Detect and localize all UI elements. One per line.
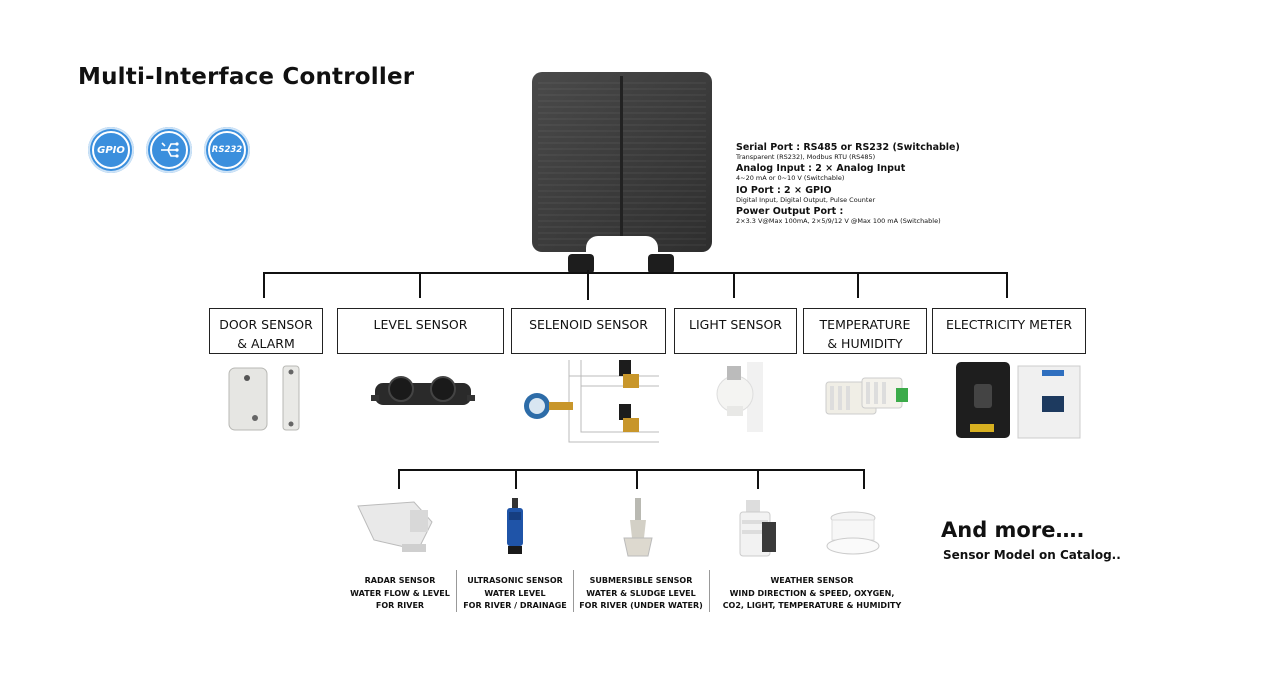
branch-line xyxy=(857,272,859,298)
branch-line xyxy=(419,272,421,298)
branch-line xyxy=(636,469,638,489)
branch-line xyxy=(398,469,400,489)
label-separator xyxy=(709,570,710,612)
rs232-icon: RS232 xyxy=(204,127,250,173)
submersible-sensor-label: SUBMERSIBLE SENSOR WATER & SLUDGE LEVEL … xyxy=(579,576,703,610)
branch-line xyxy=(863,469,865,489)
spec-serial-detail: Transparent (RS232), Modbus RTU (RS485) xyxy=(736,152,876,161)
label-separator xyxy=(573,570,574,612)
sensor-box-door: DOOR SENSOR & ALARM xyxy=(209,308,323,354)
ultrasonic-sensor-icon xyxy=(500,498,530,560)
bottom-bus-line xyxy=(398,469,865,471)
spec-io-heading: IO Port : 2 × GPIO xyxy=(736,184,832,196)
gpio-badge-label: GPIO xyxy=(92,131,130,169)
sensor-box-selenoid: SELENOID SENSOR xyxy=(511,308,666,354)
sensor-box-light: LIGHT SENSOR xyxy=(674,308,797,354)
top-bus-line xyxy=(263,272,1008,274)
spec-analog-detail: 4~20 mA or 0~10 V (Switchable) xyxy=(736,174,845,183)
weather-sensor-icon xyxy=(736,498,784,560)
branch-line xyxy=(515,469,517,489)
ultrasonic-sensor-label: ULTRASONIC SENSOR WATER LEVEL FOR RIVER … xyxy=(463,576,567,610)
branch-line xyxy=(757,469,759,489)
spec-io-detail: Digital Input, Digital Output, Pulse Cou… xyxy=(736,195,876,204)
and-more-heading: And more…. xyxy=(941,518,1085,542)
controller-solar-panel xyxy=(532,72,712,252)
trunk-line xyxy=(587,270,589,300)
gpio-icon: GPIO xyxy=(88,127,134,173)
branch-line xyxy=(733,272,735,298)
catalog-note: Sensor Model on Catalog.. xyxy=(943,548,1121,562)
spec-analog-heading: Analog Input : 2 × Analog Input xyxy=(736,163,906,175)
branch-line xyxy=(1006,272,1008,298)
label-separator xyxy=(456,570,457,612)
level-sensor-icon xyxy=(371,373,475,413)
spec-power-heading: Power Output Port : xyxy=(736,206,844,218)
sensor-box-level: LEVEL SENSOR xyxy=(337,308,504,354)
weather-station-icon xyxy=(824,510,882,558)
rs232-badge-label: RS232 xyxy=(208,131,246,169)
connector-left xyxy=(568,254,594,274)
sensor-box-temperature: TEMPERATURE & HUMIDITY xyxy=(803,308,927,354)
spec-power-detail: 2×3.3 V@Max 100mA, 2×5/9/12 V @Max 100 m… xyxy=(736,217,941,226)
electricity-meter-icon xyxy=(952,360,1084,442)
radar-sensor-label: RADAR SENSOR WATER FLOW & LEVEL FOR RIVE… xyxy=(350,576,450,610)
light-bulb-icon xyxy=(713,360,767,436)
door-sensor-icon xyxy=(225,362,307,434)
weather-sensor-label: WEATHER SENSOR WIND DIRECTION & SPEED, O… xyxy=(722,576,902,610)
sensor-box-electricity: ELECTRICITY METER xyxy=(932,308,1086,354)
submersible-sensor-icon xyxy=(620,498,656,560)
radar-sensor-icon xyxy=(354,500,436,558)
spec-serial-heading: Serial Port : RS485 or RS232 (Switchable… xyxy=(736,142,960,153)
temperature-humidity-icon xyxy=(822,374,912,420)
specs-block: Serial Port : RS485 or RS232 (Switchable… xyxy=(736,141,1036,229)
analog-network-icon xyxy=(146,127,192,173)
connector-right xyxy=(648,254,674,274)
branch-line xyxy=(263,272,265,298)
page-title: Multi-Interface Controller xyxy=(78,64,415,90)
selenoid-valve-icon xyxy=(519,356,667,448)
